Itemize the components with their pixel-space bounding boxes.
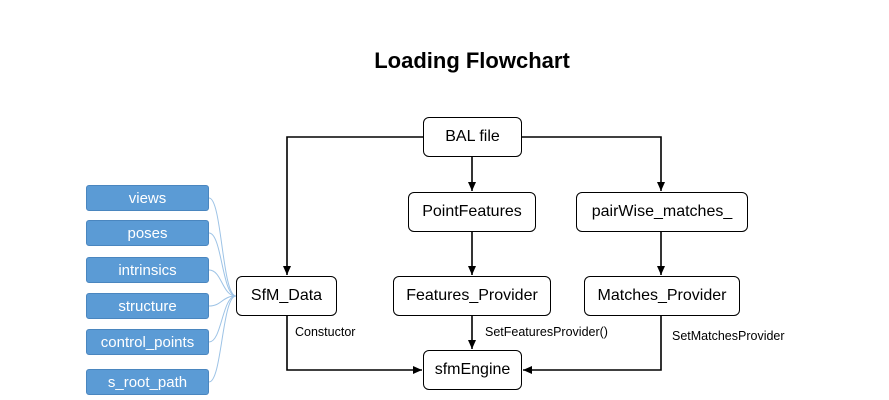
node-matches-provider: Matches_Provider: [584, 276, 740, 316]
diagram-title: Loading Flowchart: [374, 48, 570, 73]
member-views: views: [86, 185, 209, 211]
arrow-sfm-data-to-sfm-engine: [286, 316, 422, 374]
node-bal-file: BAL file: [423, 117, 522, 157]
arrow-bal-to-pairwise-matches: [522, 136, 665, 191]
edge-label-set-matches-provider: SetMatchesProvider: [672, 329, 785, 343]
member-intrinsics: intrinsics: [86, 257, 209, 283]
connector-structure: [208, 295, 237, 307]
member-poses: poses: [86, 220, 209, 246]
connector-poses: [208, 232, 237, 297]
connector-control-points: [208, 295, 237, 343]
member-s-root-path: s_root_path: [86, 369, 209, 395]
node-sfm-data: SfM_Data: [236, 276, 337, 316]
arrow-matches-provider-to-sfm-engine: [523, 316, 662, 374]
connector-views: [208, 197, 237, 297]
edge-label-constructor: Constuctor: [295, 325, 356, 339]
edge-label-set-features-provider: SetFeaturesProvider(): [485, 325, 608, 339]
member-control-points: control_points: [86, 329, 209, 355]
node-sfm-engine: sfmEngine: [423, 350, 522, 390]
arrow-bal-to-sfm-data: [283, 136, 423, 275]
connector-intrinsics: [208, 269, 237, 297]
node-features-provider: Features_Provider: [393, 276, 551, 316]
member-structure: structure: [86, 293, 209, 319]
connector-s-root-path: [208, 295, 237, 383]
node-point-features: PointFeatures: [408, 192, 536, 232]
node-pairwise-matches: pairWise_matches_: [576, 192, 748, 232]
